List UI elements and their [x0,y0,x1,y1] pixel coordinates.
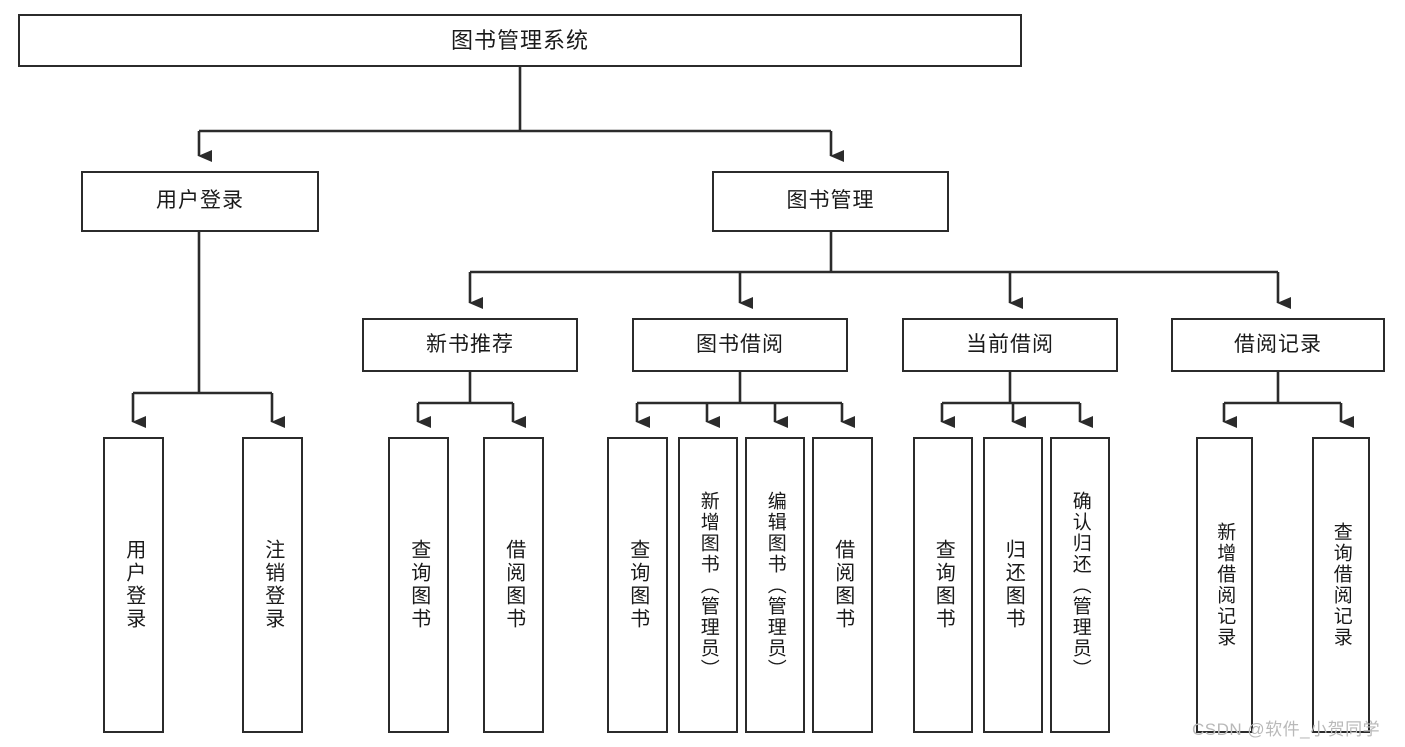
node-borrow-record-label: 借阅记录 [1234,332,1322,356]
node-new-book-recommend-label: 新书推荐 [426,332,514,356]
csdn-watermark: CSDN @软件_小贺同学 [1192,720,1381,739]
leaf-query-book-1[interactable]: 查询图书 [388,437,449,733]
node-book-borrow-label: 图书借阅 [696,332,784,356]
leaf-borrow-book-1[interactable]: 借阅图书 [483,437,544,733]
node-book-manage[interactable]: 图书管理 [712,171,949,232]
leaf-borrow-book-2[interactable]: 借阅图书 [812,437,873,733]
leaf-query-record-label: 查询借阅记录 [1330,522,1352,648]
leaf-confirm-return-label: 确认归还（管理员） [1069,490,1091,680]
leaf-query-book-2[interactable]: 查询图书 [607,437,668,733]
node-book-borrow[interactable]: 图书借阅 [632,318,848,372]
leaf-query-book-3[interactable]: 查询图书 [913,437,973,733]
node-book-manage-label: 图书管理 [786,189,875,213]
leaf-user-login[interactable]: 用户登录 [103,437,164,733]
leaf-add-book-label: 新增图书（管理员） [697,490,719,680]
leaf-add-record-label: 新增借阅记录 [1214,522,1236,648]
leaf-add-record[interactable]: 新增借阅记录 [1196,437,1253,733]
node-new-book-recommend[interactable]: 新书推荐 [362,318,578,372]
leaf-query-book-1-label: 查询图书 [407,539,430,631]
node-root[interactable]: 图书管理系统 [18,14,1022,67]
node-current-borrow-label: 当前借阅 [966,332,1054,356]
leaf-return-book[interactable]: 归还图书 [983,437,1043,733]
leaf-query-book-3-label: 查询图书 [932,539,955,631]
leaf-user-login-label: 用户登录 [122,539,145,631]
leaf-edit-book-label: 编辑图书（管理员） [764,490,786,680]
node-user-login[interactable]: 用户登录 [81,171,319,232]
leaf-query-book-2-label: 查询图书 [626,539,649,631]
node-user-login-label: 用户登录 [156,189,244,213]
leaf-borrow-book-2-label: 借阅图书 [831,539,854,631]
leaf-add-book[interactable]: 新增图书（管理员） [678,437,738,733]
node-root-label: 图书管理系统 [450,27,589,53]
leaf-return-book-label: 归还图书 [1002,539,1025,631]
leaf-user-logout-label: 注销登录 [261,539,284,631]
leaf-borrow-book-1-label: 借阅图书 [502,539,525,631]
leaf-edit-book[interactable]: 编辑图书（管理员） [745,437,805,733]
node-current-borrow[interactable]: 当前借阅 [902,318,1118,372]
leaf-user-logout[interactable]: 注销登录 [242,437,303,733]
leaf-confirm-return[interactable]: 确认归还（管理员） [1050,437,1110,733]
leaf-query-record[interactable]: 查询借阅记录 [1312,437,1370,733]
node-borrow-record[interactable]: 借阅记录 [1171,318,1385,372]
